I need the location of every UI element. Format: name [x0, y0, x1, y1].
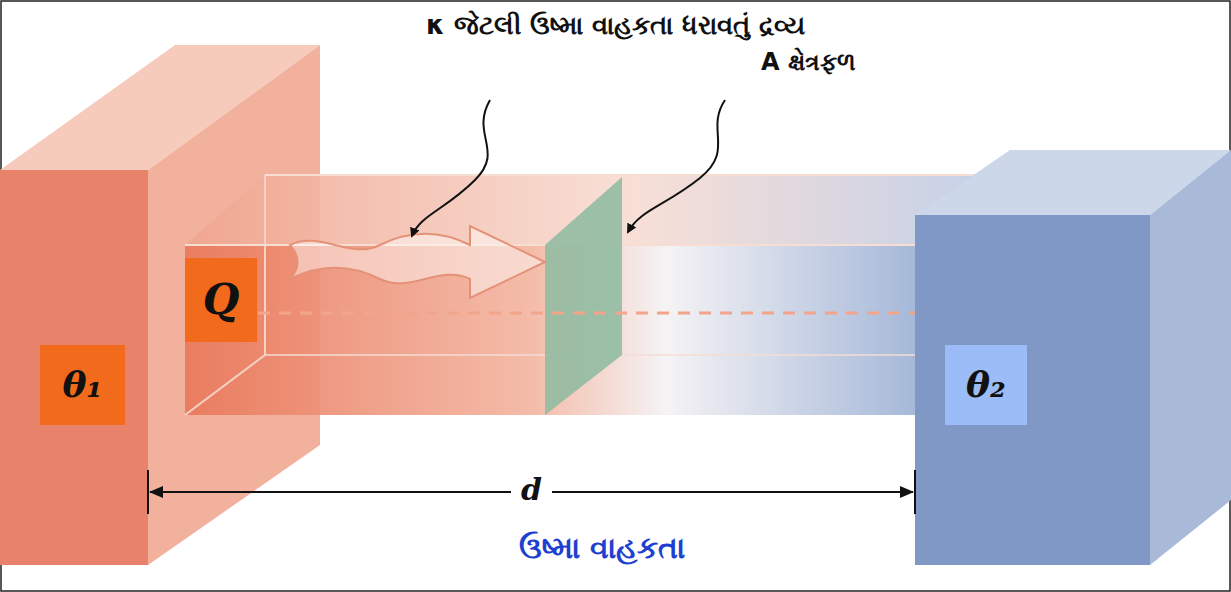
cross-section-area [545, 177, 622, 415]
area-label: A ક્ષેત્રફળ [751, 48, 866, 77]
heat-flow-arrow [290, 226, 545, 298]
leader-line [412, 100, 490, 236]
leader-line [628, 100, 725, 232]
dimension-line [148, 470, 915, 514]
material-label: κ જેટલી ઉષ્મા વાહકતા ધરાવતું દ્રવ્ય [416, 10, 815, 41]
node-text: θ₂ [966, 365, 1006, 405]
axis-dashed-line [258, 312, 915, 315]
temperature-box: θ₂ [945, 345, 1027, 425]
caption: ઉષ્મા વાહકતા [509, 530, 695, 566]
node-text: θ₁ [63, 365, 103, 405]
heat-box: Q [185, 258, 257, 342]
temperature-box: θ₁ [40, 345, 125, 425]
node-text: Q [203, 277, 240, 323]
dimension-label: d [511, 472, 552, 508]
conducting-bar [185, 175, 1000, 415]
cold-block [915, 150, 1231, 565]
